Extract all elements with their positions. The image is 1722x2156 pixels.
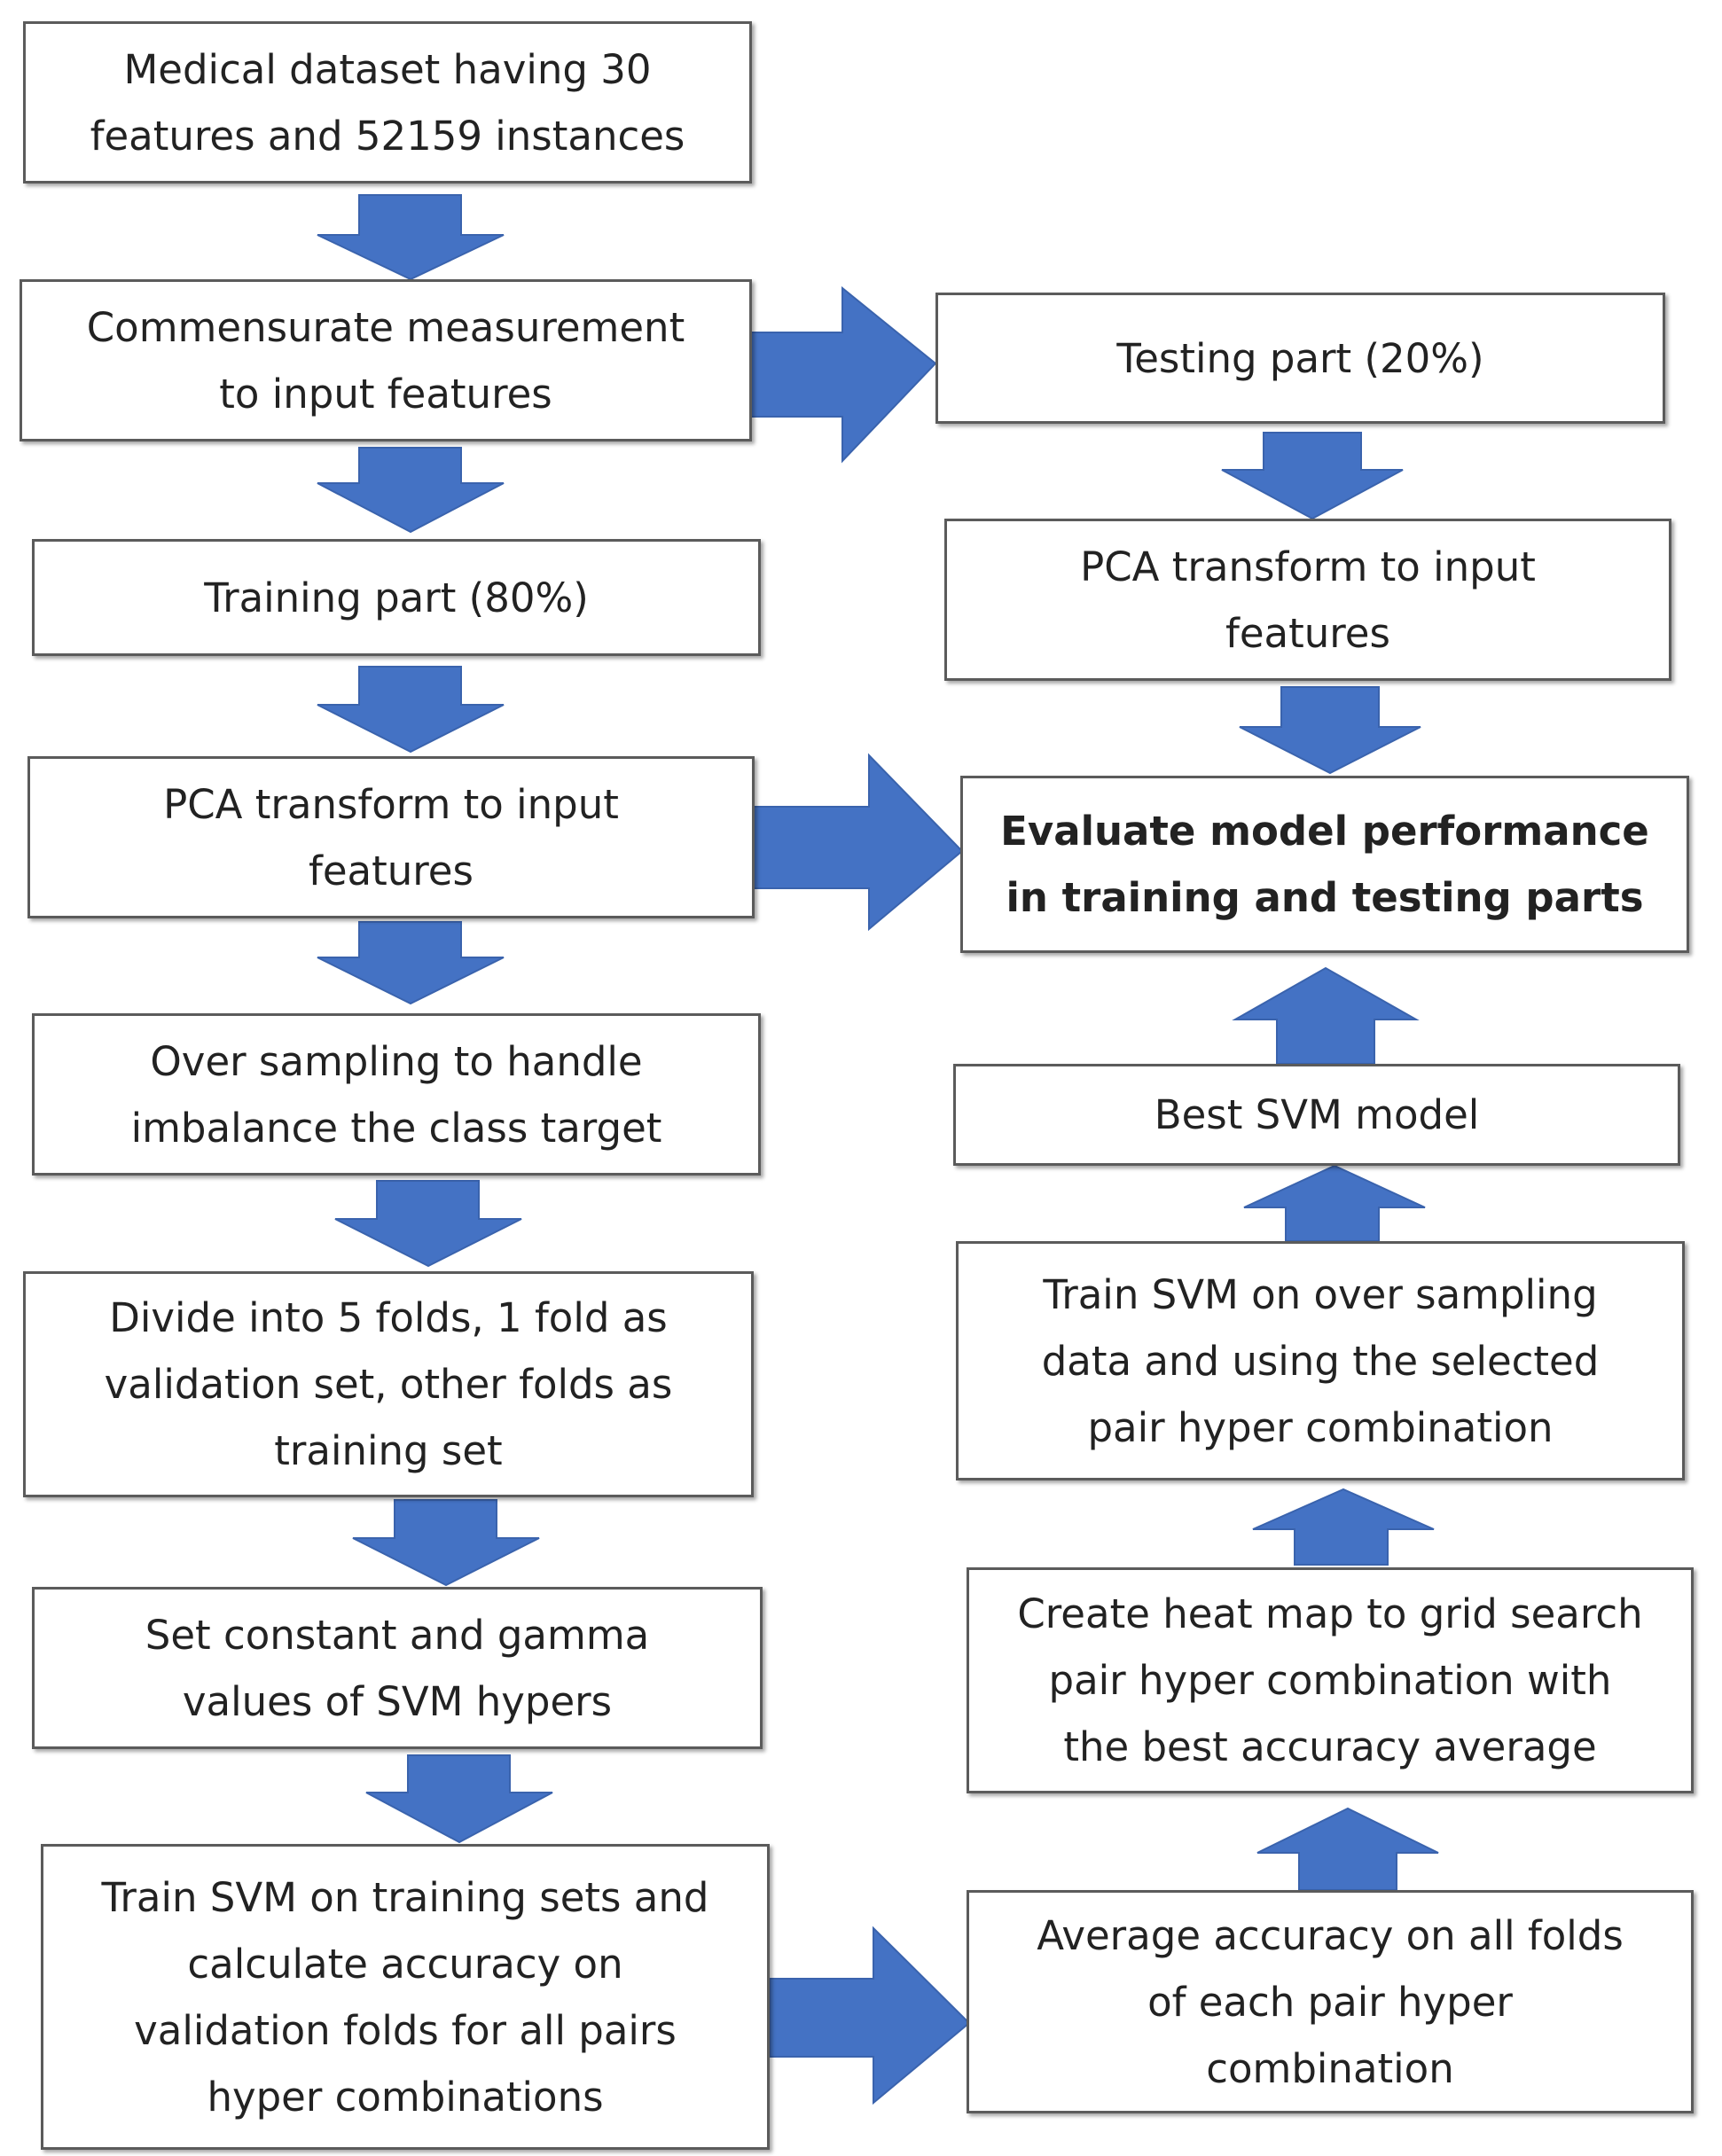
pca-test-label: PCA transform to input features <box>1080 543 1536 657</box>
best-svm-box: Best SVM model <box>953 1064 1680 1166</box>
arrow-down-4 <box>317 921 505 1005</box>
arrow-down-9 <box>1239 686 1421 775</box>
pca-train-box: PCA transform to input features <box>27 756 755 918</box>
training-part-label: Training part (80%) <box>204 574 589 621</box>
pca-train-label: PCA transform to input features <box>163 780 619 894</box>
commensurate-label: Commensurate measurement to input featur… <box>86 303 685 418</box>
arrow-down-6 <box>352 1499 540 1587</box>
evaluate-box: Evaluate model performance in training a… <box>960 776 1689 953</box>
train-svm-oversampled-box: Train SVM on over sampling data and usin… <box>956 1241 1685 1480</box>
oversampling-label: Over sampling to handle imbalance the cl… <box>130 1037 662 1152</box>
heat-map-label: Create heat map to grid search pair hype… <box>1017 1590 1643 1770</box>
commensurate-box: Commensurate measurement to input featur… <box>20 279 752 441</box>
folds-label: Divide into 5 folds, 1 fold as validatio… <box>104 1294 673 1474</box>
set-hypers-box: Set constant and gamma values of SVM hyp… <box>32 1587 763 1749</box>
best-svm-label: Best SVM model <box>1154 1091 1480 1138</box>
train-svm-folds-label: Train SVM on training sets and calculate… <box>101 1873 709 2121</box>
arrow-right-2 <box>753 753 964 932</box>
testing-part-label: Testing part (20%) <box>1116 334 1484 382</box>
arrow-up-3 <box>1252 1488 1435 1566</box>
arrow-down-2 <box>317 447 505 534</box>
set-hypers-label: Set constant and gamma values of SVM hyp… <box>145 1611 650 1725</box>
arrow-down-5 <box>334 1180 522 1268</box>
training-part-box: Training part (80%) <box>32 539 761 656</box>
average-accuracy-box: Average accuracy on all folds of each pa… <box>967 1890 1694 2113</box>
folds-box: Divide into 5 folds, 1 fold as validatio… <box>23 1271 754 1497</box>
arrow-up-2 <box>1243 1164 1426 1242</box>
oversampling-box: Over sampling to handle imbalance the cl… <box>32 1013 761 1176</box>
average-accuracy-label: Average accuracy on all folds of each pa… <box>1037 1911 1624 2092</box>
arrow-down-3 <box>317 666 505 754</box>
arrow-right-1 <box>744 285 937 464</box>
arrow-up-4 <box>1256 1807 1439 1891</box>
train-svm-oversampled-label: Train SVM on over sampling data and usin… <box>1041 1270 1600 1451</box>
dataset-box: Medical dataset having 30 features and 5… <box>23 21 752 184</box>
heat-map-box: Create heat map to grid search pair hype… <box>967 1567 1694 1793</box>
pca-test-box: PCA transform to input features <box>944 519 1671 681</box>
testing-part-box: Testing part (20%) <box>935 293 1665 424</box>
arrow-up-1 <box>1232 966 1420 1065</box>
arrow-down-8 <box>1221 432 1404 520</box>
dataset-label: Medical dataset having 30 features and 5… <box>90 45 685 160</box>
train-svm-folds-box: Train SVM on training sets and calculate… <box>41 1844 770 2150</box>
arrow-down-1 <box>317 194 505 281</box>
arrow-down-7 <box>365 1754 553 1844</box>
evaluate-label: Evaluate model performance in training a… <box>1000 808 1649 921</box>
arrow-right-3 <box>769 1926 971 2105</box>
